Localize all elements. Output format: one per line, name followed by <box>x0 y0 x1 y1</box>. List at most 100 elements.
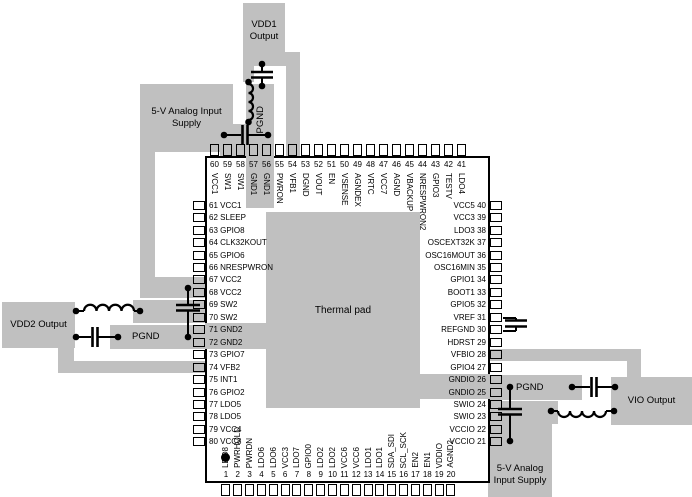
pin-stub <box>301 143 310 156</box>
pin-row: VCC3 39 <box>453 213 486 223</box>
pin-stub <box>192 325 205 335</box>
supply-bottom-label: 5-V Analog Input Supply <box>493 463 547 487</box>
pin-stub <box>262 143 271 156</box>
pin-stub <box>489 238 502 248</box>
pin-stub <box>192 387 205 397</box>
pin-number: 45 <box>405 160 414 169</box>
pin-label: LDO7 <box>292 447 302 468</box>
pin-stub <box>489 387 502 397</box>
pin-row: GNDIO 25 <box>448 387 486 397</box>
pin-stub <box>489 375 502 385</box>
pin-stub <box>192 262 205 272</box>
pin-stub <box>431 143 440 156</box>
pin-number: 59 <box>223 160 232 169</box>
pin-number: 13 <box>363 470 373 479</box>
pin-label: LDO2 <box>316 447 326 468</box>
pin-number: 53 <box>301 160 310 169</box>
pin-stub <box>387 483 397 496</box>
pin-stub <box>489 424 502 434</box>
pin-stub <box>340 143 349 156</box>
pin-stub <box>192 399 205 409</box>
pin-label: VRTC <box>366 173 375 195</box>
pgnd-right-plane: PGND <box>490 375 582 400</box>
pin-row: 64 CLK32KOUT <box>209 238 267 248</box>
pin-number: 12 <box>351 470 361 479</box>
gnd2-pocket-plane <box>205 323 267 349</box>
pin-stub <box>434 483 444 496</box>
pin-row: SWIO 24 <box>453 399 486 409</box>
pin-stub <box>351 483 361 496</box>
pin-stub <box>446 483 456 496</box>
pin-stub <box>192 437 205 447</box>
vcc2-bus-plane <box>140 277 222 298</box>
pgnd-right-label: PGND <box>516 381 544 393</box>
pin-number: 46 <box>392 160 401 169</box>
pin-row: 66 NRESPWRON <box>209 262 274 272</box>
pin-number: 9 <box>318 470 323 479</box>
pin-number: 15 <box>387 470 397 479</box>
pin-stub <box>192 424 205 434</box>
pin-stub <box>292 483 302 496</box>
vdd1-inductor-feed-plane <box>243 58 254 82</box>
pin-stub <box>275 143 284 156</box>
pin-label: DGND <box>301 173 310 197</box>
pin-stub <box>192 275 205 285</box>
supply-feeder-trace <box>140 148 155 298</box>
thermal-pad: Thermal pad <box>266 212 420 408</box>
pin-row: 68 VCC2 <box>209 287 242 297</box>
pin-stub <box>223 143 232 156</box>
supply-bottom-box: 5-V Analog Input Supply <box>488 423 552 497</box>
pin-row: 76 GPIO2 <box>209 387 245 397</box>
pin-stub <box>489 399 502 409</box>
pin-stub <box>489 287 502 297</box>
thermal-pad-label: Thermal pad <box>314 304 372 316</box>
vdd1-bridge-plane <box>243 52 300 66</box>
pin-number: 2 <box>235 470 240 479</box>
pin-label: GPIO0 <box>304 443 314 468</box>
pin-number: 49 <box>353 160 362 169</box>
pin-stub <box>280 483 290 496</box>
pin-stub <box>192 213 205 223</box>
vfbio-feedback-trace-v <box>627 349 641 379</box>
pin-stub <box>489 275 502 285</box>
pin-stub <box>353 143 362 156</box>
gnd1-pocket-plane <box>246 156 274 208</box>
pin-number: 4 <box>259 470 264 479</box>
vfb1-feedback-trace <box>286 52 300 156</box>
pin-label: LDO1 <box>363 447 373 468</box>
pin-label: EN1 <box>422 452 432 468</box>
pin-number: 47 <box>379 160 388 169</box>
pin-row: 62 SLEEP <box>209 213 246 223</box>
pin-row: VCCIO 21 <box>449 437 486 447</box>
pin-stub <box>192 300 205 310</box>
pin-label: EN <box>327 173 336 185</box>
pin-row: GNDIO 26 <box>448 375 486 385</box>
vdd1-output-label: VDD1 Output <box>249 18 279 42</box>
pin-stub <box>489 262 502 272</box>
pin-label: LDO6 <box>256 447 266 468</box>
pin-label: VCC6 <box>351 446 361 468</box>
pin-label: SW1 <box>223 173 232 191</box>
pin-number: 6 <box>282 470 288 479</box>
pin-number: 3 <box>247 470 252 479</box>
pin-row: 71 GND2 <box>209 325 243 335</box>
pin-label: VCC3 <box>280 446 290 468</box>
pin-stub <box>379 143 388 156</box>
pin-number: 5 <box>271 470 276 479</box>
pin-label: AGNDEX <box>353 173 362 207</box>
pin-number: 55 <box>275 160 284 169</box>
pin-stub <box>236 143 245 156</box>
right-pin-stubs <box>489 199 502 448</box>
pin-row: 70 SW2 <box>209 312 238 322</box>
pin-row: 63 GPIO8 <box>209 225 245 235</box>
pin-label: AGND2 <box>446 440 456 468</box>
swio-bus-plane <box>490 401 558 424</box>
bottom-pin-stubs <box>220 483 457 496</box>
pin-label: VBACKUP <box>405 173 414 212</box>
pin-label: LDO4 <box>457 173 466 194</box>
